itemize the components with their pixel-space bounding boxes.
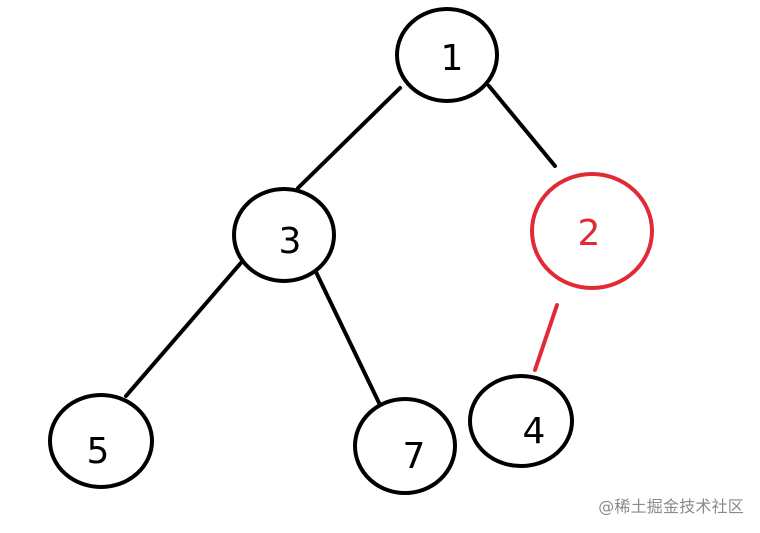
node-circle xyxy=(232,187,336,283)
node-circle xyxy=(353,397,457,495)
tree-node-3: 3 xyxy=(232,187,336,283)
node-label: 3 xyxy=(279,221,302,262)
edge-n3-n5 xyxy=(124,255,248,398)
node-label: 2 xyxy=(578,213,601,254)
tree-edges xyxy=(124,84,559,409)
edge-n1-n2 xyxy=(487,84,557,168)
node-circle xyxy=(395,7,499,103)
tree-node-5: 5 xyxy=(48,393,154,489)
node-label: 4 xyxy=(523,411,546,452)
node-circle xyxy=(530,172,654,290)
tree-node-7: 7 xyxy=(353,397,457,495)
edge-n1-n3 xyxy=(296,86,402,190)
tree-node-4: 4 xyxy=(468,374,574,468)
edge-n2-n4 xyxy=(533,303,559,372)
node-circle xyxy=(468,374,574,468)
node-label: 1 xyxy=(441,38,464,79)
tree-node-1: 1 xyxy=(395,7,499,103)
node-circle xyxy=(48,393,154,489)
tree-nodes: 1 3 2 5 7 4 xyxy=(48,7,654,495)
node-label: 7 xyxy=(403,436,426,477)
node-label: 5 xyxy=(87,431,110,472)
tree-node-2: 2 xyxy=(530,172,654,290)
watermark-text: @稀土掘金技术社区 xyxy=(598,497,744,516)
edge-n3-n7 xyxy=(314,270,383,409)
